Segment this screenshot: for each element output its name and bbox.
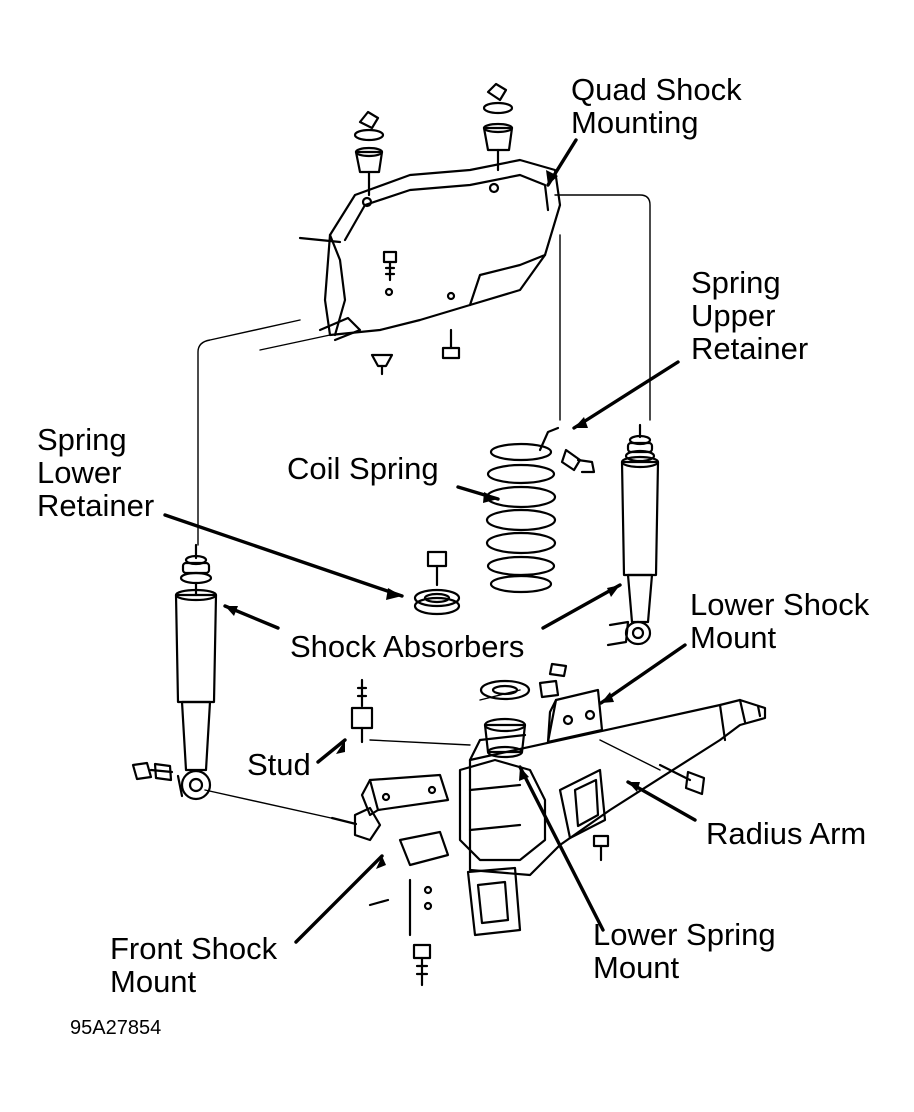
label-line: Mounting [571, 105, 699, 140]
label-line: Front Shock [110, 931, 278, 966]
label-radius-arm: Radius Arm [706, 817, 866, 850]
label-line: Spring [37, 422, 127, 457]
lower-shock-mount-bracket [546, 688, 604, 744]
left-upper-mount-hardware [353, 110, 385, 197]
label-line: Mount [690, 620, 777, 655]
label-line: Lower Shock [690, 587, 870, 622]
arrow-heads [225, 170, 640, 869]
label-line: Lower Spring [593, 917, 776, 952]
bracket-bolts [370, 250, 461, 376]
coil-spring [485, 426, 560, 594]
spring-upper-retainer-bolt [560, 448, 596, 474]
label-spring-upper-retainer: Spring Upper Retainer [691, 266, 808, 365]
label-lower-shock-mount: Lower Shock Mount [690, 588, 869, 654]
right-upper-mount-hardware [482, 82, 514, 172]
label-line: Stud [247, 747, 311, 782]
lower-spring-mount [479, 662, 568, 759]
radius-arm-bolt [658, 763, 706, 796]
right-shock-absorber [606, 423, 660, 647]
exploded-guide-lines [197, 194, 661, 821]
label-coil-spring: Coil Spring [287, 452, 439, 485]
quad-shock-mounting-bracket [298, 158, 562, 342]
leader-arrows [163, 138, 697, 944]
label-stud: Stud [247, 748, 311, 781]
label-quad-shock-mounting: Quad Shock Mounting [571, 73, 742, 139]
label-line: Spring [691, 265, 781, 300]
label-line: Shock Absorbers [290, 629, 525, 664]
label-line: Coil Spring [287, 451, 439, 486]
label-line: Mount [110, 964, 197, 999]
front-shock-mount-assembly [330, 758, 547, 937]
radius-arm [468, 698, 767, 877]
left-shock-absorber [131, 543, 218, 801]
label-lower-spring-mount: Lower Spring Mount [593, 918, 776, 984]
stud-part [350, 678, 374, 744]
label-line: Retainer [37, 488, 155, 523]
lower-bolts [368, 834, 610, 987]
label-line: Upper [691, 298, 776, 333]
label-line: Lower [37, 455, 122, 490]
label-line: Radius Arm [706, 816, 867, 851]
label-line: Retainer [691, 331, 809, 366]
label-spring-lower-retainer: Spring Lower Retainer [37, 423, 154, 522]
spring-lower-retainer [413, 550, 461, 616]
label-shock-absorbers: Shock Absorbers [290, 630, 524, 663]
label-line: Quad Shock [571, 72, 742, 107]
figure-number: 95A27854 [70, 1017, 162, 1039]
label-line: Mount [593, 950, 680, 985]
label-front-shock-mount: Front Shock Mount [110, 932, 277, 998]
